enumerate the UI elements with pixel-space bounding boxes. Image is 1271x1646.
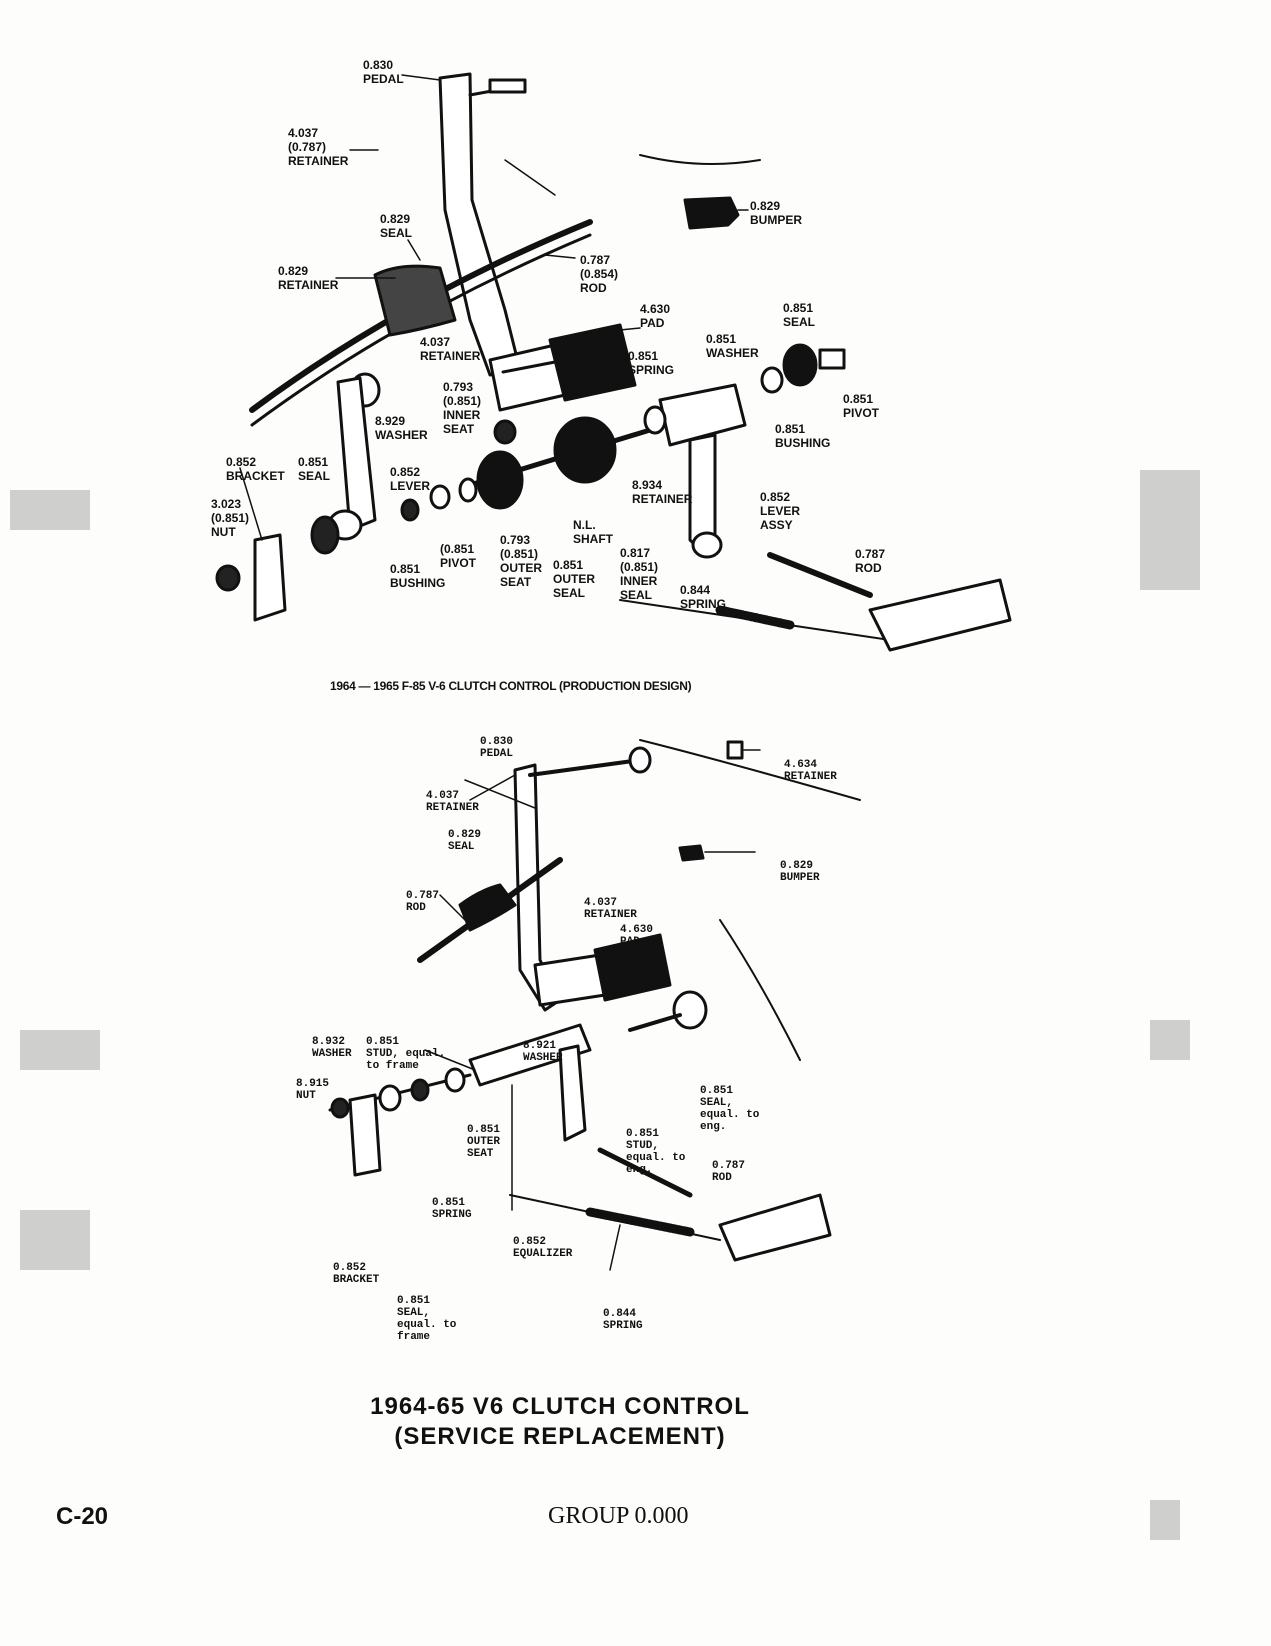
top-bracket: [215, 533, 287, 622]
label-top-bushing-0851-right: 0.851 BUSHING: [775, 422, 831, 450]
label-top-retainer-4037b: 4.037 RETAINER: [420, 335, 481, 363]
label-top-spring-0844: 0.844 SPRING: [680, 583, 727, 611]
label-top-seal-0829: 0.829 SEAL: [380, 212, 413, 240]
label-bottom-equalizer: 0.852 EQUALIZER: [513, 1236, 573, 1260]
label-top-washer-8929: 8.929 WASHER: [375, 414, 428, 442]
label-bottom-stud-eng: 0.851 STUD, equal. to eng.: [626, 1128, 686, 1176]
label-bottom-pedal: 0.830 PEDAL: [480, 736, 514, 760]
label-top-bushing-0851-left: 0.851 BUSHING: [390, 562, 446, 590]
bottom-lever-arm: [558, 1044, 587, 1142]
label-top-outer-seal: 0.851 OUTER SEAL: [553, 558, 595, 600]
label-top-rod-0787b: 0.787 ROD: [855, 547, 886, 575]
label-top-lever: 0.852 LEVER: [390, 465, 431, 493]
top-bumper-shape: [683, 196, 740, 230]
caption-line-1: 1964-65 V6 CLUTCH CONTROL: [370, 1393, 750, 1420]
top-shaft-assembly: [310, 416, 653, 555]
label-bottom-seal-eng: 0.851 SEAL, equal. to eng.: [700, 1085, 760, 1133]
caption-production-design: 1964 — 1965 F-85 V-6 CLUTCH CONTROL (PRO…: [330, 679, 692, 693]
label-top-pivot-0851-right: 0.851 PIVOT: [843, 392, 880, 420]
label-top-retainer-8934: 8.934 RETAINER: [632, 478, 693, 506]
label-top-lever-assy: 0.852 LEVER ASSY: [760, 490, 801, 532]
label-top-inner-seat: 0.793 (0.851) INNER SEAT: [443, 380, 482, 436]
bottom-frame: [639, 739, 861, 1262]
bottom-retainer-4634: [726, 740, 744, 760]
label-top-pedal: 0.830 PEDAL: [363, 58, 404, 86]
bottom-pedal-assembly: [513, 746, 652, 1012]
top-pad-fill: [548, 323, 637, 402]
label-bottom-seal-frame: 0.851 SEAL, equal. to frame: [397, 1295, 457, 1343]
label-bottom-seal-0829: 0.829 SEAL: [448, 829, 482, 853]
label-bottom-stud-frame: 0.851 STUD, equal. to frame: [366, 1036, 446, 1072]
label-bottom-spring-0851: 0.851 SPRING: [432, 1197, 472, 1221]
label-top-inner-seal: 0.817 (0.851) INNER SEAL: [620, 546, 659, 602]
group-number: GROUP 0.000: [548, 1503, 689, 1529]
scan-noise: [10, 470, 1200, 1540]
label-top-spring-0851: 0.851 SPRING: [628, 349, 675, 377]
label-top-pivot-0851-left: (0.851 PIVOT: [440, 542, 477, 570]
label-top-bumper: 0.829 BUMPER: [750, 199, 803, 227]
label-top-nut: 3.023 (0.851) NUT: [211, 497, 250, 539]
label-top-seal-0851-left: 0.851 SEAL: [298, 455, 331, 483]
top-lever-left: [327, 376, 377, 541]
label-top-pad: 4.630 PAD: [640, 302, 671, 330]
bottom-rod-0787: [417, 857, 563, 963]
label-top-shaft: N.L. SHAFT: [573, 518, 613, 546]
bottom-bracket: [348, 1093, 382, 1177]
top-pedal-assembly: [438, 72, 567, 412]
bottom-pad-fill: [593, 933, 672, 1002]
label-bottom-washer-8932: 8.932 WASHER: [312, 1036, 352, 1060]
label-bottom-retainer-4634: 4.634 RETAINER: [784, 759, 837, 783]
label-bottom-nut-8915: 8.915 NUT: [296, 1078, 330, 1102]
leader-lines: [239, 74, 761, 1271]
top-rod-right: [767, 552, 873, 598]
caption-line-2: (SERVICE REPLACEMENT): [394, 1423, 726, 1450]
bottom-rod-right: [597, 1147, 693, 1198]
bottom-bumper-shape: [678, 844, 705, 862]
label-bottom-bracket: 0.852 BRACKET: [333, 1262, 380, 1286]
label-bottom-bumper: 0.829 BUMPER: [780, 860, 820, 884]
bottom-spring: [509, 1194, 721, 1241]
label-bottom-retainer-4037: 4.037 RETAINER: [426, 790, 479, 814]
label-bottom-outer-seat: 0.851 OUTER SEAT: [467, 1124, 501, 1160]
label-top-retainer-4037: 4.037 (0.787) RETAINER: [288, 126, 349, 168]
label-bottom-spring-0844: 0.844 SPRING: [603, 1308, 643, 1332]
label-top-outer-seat: 0.793 (0.851) OUTER SEAT: [500, 533, 542, 589]
top-spring: [619, 599, 891, 641]
label-bottom-rod-0787: 0.787 ROD: [406, 890, 440, 914]
label-bottom-retainer-4037b: 4.037 RETAINER: [584, 897, 637, 921]
label-bottom-pad: 4.630 PAD: [620, 924, 654, 948]
top-frame: [639, 154, 1012, 652]
label-top-bracket: 0.852 BRACKET: [226, 455, 285, 483]
top-right-lever: [643, 343, 846, 559]
label-top-retainer-0829: 0.829 RETAINER: [278, 264, 339, 292]
label-bottom-rod-0787b: 0.787 ROD: [712, 1160, 746, 1184]
page-number: C-20: [56, 1503, 109, 1530]
caption-service-replacement: 1964-65 V6 CLUTCH CONTROL (SERVICE REPLA…: [300, 1392, 820, 1452]
label-top-washer-0851: 0.851 WASHER: [706, 332, 759, 360]
label-top-rod-0787: 0.787 (0.854) ROD: [580, 253, 619, 295]
label-top-seal-0851-right: 0.851 SEAL: [783, 301, 816, 329]
label-bottom-washer-8921: 8.921 WASHER: [523, 1040, 563, 1064]
bottom-equalizer: [328, 990, 708, 1119]
